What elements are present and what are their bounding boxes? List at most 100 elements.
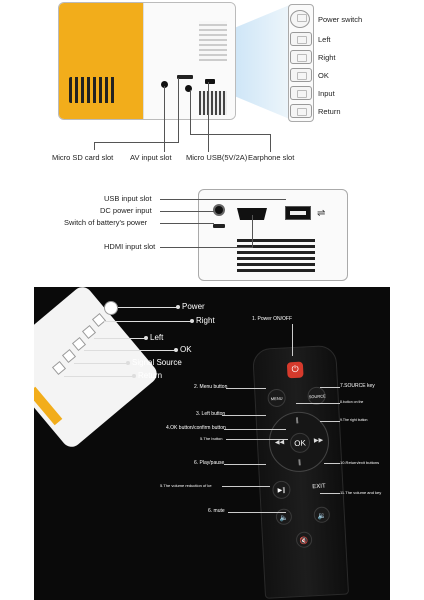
leader-sd-v (94, 142, 95, 150)
leader-earphone-h (190, 134, 270, 135)
remote-play-button[interactable]: ▶‖ (272, 480, 291, 500)
earphone-port (185, 85, 192, 92)
leader-left (94, 338, 146, 339)
label-remote-play: 6. Play/pause (194, 460, 225, 466)
label-sd-slot: Micro SD card slot (52, 153, 114, 162)
leader-remote-up (296, 403, 340, 404)
input-button[interactable] (290, 86, 312, 100)
label-projector-right: Right (196, 316, 215, 325)
projector-top-view (58, 2, 236, 120)
leader-return (64, 376, 134, 377)
label-earphone-slot: Earphone slot (248, 153, 295, 162)
projector-power-button[interactable] (104, 301, 118, 315)
label-power-switch: Power switch (318, 15, 363, 24)
label-projector-ok: OK (180, 345, 192, 354)
ok-button[interactable] (290, 68, 312, 82)
usb-port-tongue (290, 211, 306, 215)
leader-remote-vol-down (222, 486, 270, 487)
remote-exit-button[interactable]: EXIT (312, 483, 326, 491)
vent-grille-right (199, 91, 227, 115)
leader-remote-ok (224, 429, 286, 430)
leader-remote-power (292, 324, 293, 356)
top-grille (199, 21, 227, 61)
label-dc-input: DC power input (100, 206, 152, 215)
dpad-right-icon[interactable]: ▶▶ (313, 436, 324, 445)
label-projector-source: Signal Source (132, 358, 182, 367)
remote-control: ⏻ MENU SOURCE OK ‖ ‖ ◀◀ ▶▶ ▶‖ EXIT 🔈 🔉 🔇 (252, 344, 350, 599)
right-button[interactable] (290, 50, 312, 64)
leader-remote-mute (228, 512, 286, 513)
remote-vol-up-button[interactable]: 🔉 (313, 506, 331, 524)
label-projector-return: Return (138, 371, 163, 380)
leader-remote-menu (226, 388, 266, 389)
leader-right-dot (190, 319, 194, 323)
label-hdmi-input: HDMI input slot (104, 242, 156, 251)
label-remote-down: 5.The button (200, 436, 223, 441)
remote-power-button[interactable]: ⏻ (286, 361, 304, 379)
power-switch-button[interactable] (290, 10, 310, 28)
usb-port (205, 79, 215, 84)
vent-grille (69, 77, 117, 103)
leader-usb-input (160, 199, 286, 200)
label-ok: OK (318, 71, 329, 80)
return-button[interactable] (290, 104, 312, 118)
remote-mute-button[interactable]: 🔇 (295, 531, 313, 549)
label-remote-vol-down: 5.The volume reduction of ke (160, 483, 212, 488)
leader-usb (208, 82, 209, 152)
rear-vent (237, 238, 315, 272)
label-remote-up: 8.button on the (340, 400, 364, 404)
leader-remote-source (320, 387, 340, 388)
projector-rear-view: ⇌ (198, 189, 348, 281)
remote-dpad: OK ‖ ‖ ◀◀ ▶▶ (267, 410, 331, 474)
label-remote-exit: 10.Return/exit buttons (340, 460, 380, 465)
leader-power (118, 307, 178, 308)
dc-port (213, 204, 225, 216)
leader-power-dot (176, 305, 180, 309)
usb-a-port (285, 206, 311, 220)
leader-ok (84, 350, 176, 351)
label-remote-mute: 6. mute (208, 508, 225, 514)
leader-remote-exit (324, 463, 340, 464)
label-projector-left: Left (150, 333, 164, 342)
label-remote-right: 9.The right button (340, 418, 368, 422)
dpad-up-icon[interactable]: ‖ (295, 416, 300, 424)
remote-ok-button[interactable]: OK (289, 432, 311, 454)
leader-earphone (190, 90, 191, 134)
leader-right (104, 321, 192, 322)
label-remote-menu: 2. Menu button (194, 384, 228, 390)
label-return: Return (318, 107, 341, 116)
label-remote-left: 3. Left button (196, 411, 226, 417)
leader-sd (178, 78, 179, 142)
label-remote-source: 7.SOURCE key (340, 383, 375, 389)
middle-panel: ⇌ USB input slot DC power input Switch o… (0, 175, 424, 287)
leader-dc (160, 211, 214, 212)
leader-hdmi-v (252, 215, 253, 248)
label-remote-vol-up: 11.The volume and key (340, 490, 382, 495)
label-remote-ok: 4.OK button/confirm button (166, 425, 226, 431)
leader-remote-vol-up (320, 493, 340, 494)
label-input: Input (318, 89, 335, 98)
label-micro-usb: Micro USB(5V/2A) (186, 153, 248, 162)
leader-remote-left (222, 415, 266, 416)
leader-source-dot (126, 361, 130, 365)
left-button[interactable] (290, 32, 312, 46)
label-battery-switch: Switch of battery's power (64, 218, 148, 227)
label-left: Left (318, 35, 331, 44)
dpad-down-icon[interactable]: ‖ (297, 458, 302, 466)
leader-sd-h (94, 142, 179, 143)
remote-menu-button[interactable]: MENU (267, 388, 287, 408)
leader-switch (160, 223, 214, 224)
usb-icon: ⇌ (317, 208, 326, 219)
battery-switch (213, 224, 225, 228)
leader-return-dot (132, 374, 136, 378)
top-panel: Power switch Left Right OK Input Return … (0, 0, 424, 175)
label-right: Right (318, 53, 336, 62)
leader-remote-right (320, 421, 340, 422)
label-projector-power: Power (182, 302, 205, 311)
leader-source (74, 363, 128, 364)
leader-remote-play (224, 464, 266, 465)
label-av-slot: AV input slot (130, 153, 172, 162)
remote-vol-down-button[interactable]: 🔈 (275, 508, 293, 526)
leader-ok-dot (174, 348, 178, 352)
leader-left-dot (144, 336, 148, 340)
